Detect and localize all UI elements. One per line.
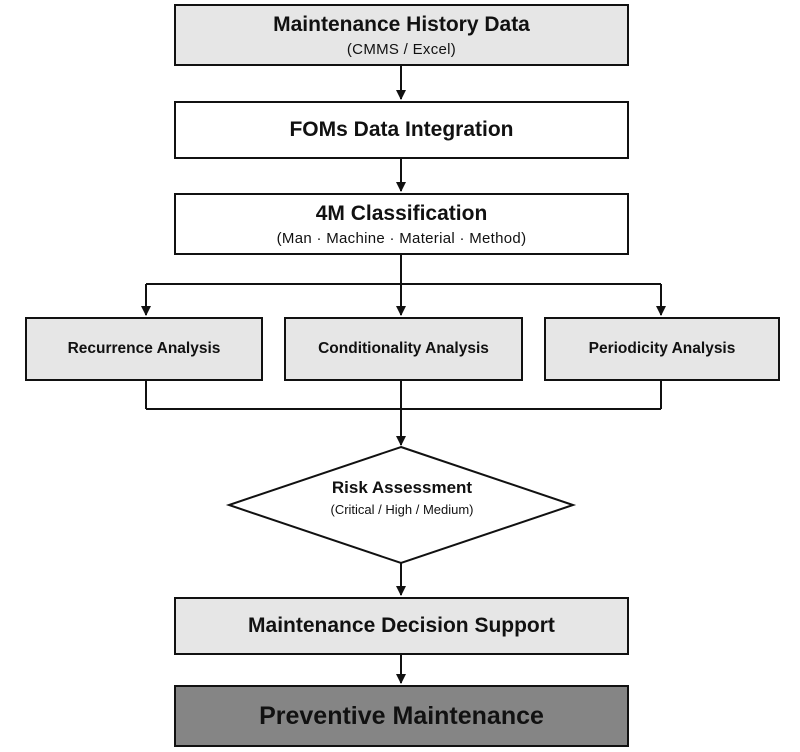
node-subtitle: (Critical / High / Medium): [330, 502, 474, 517]
node-title: 4M Classification: [315, 201, 488, 225]
recurrence-analysis-node: Recurrence Analysis: [25, 317, 263, 381]
periodicity-analysis-node: Periodicity Analysis: [544, 317, 780, 381]
conditionality-analysis-node: Conditionality Analysis: [284, 317, 523, 381]
maintenance-history-node: Maintenance History Data (CMMS / Excel): [174, 4, 629, 66]
node-title: Recurrence Analysis: [67, 339, 221, 357]
node-title: Conditionality Analysis: [318, 339, 489, 357]
node-title: Maintenance Decision Support: [248, 614, 555, 638]
data-integration-node: FOMs Data Integration: [174, 101, 629, 159]
preventive-maintenance-node: Preventive Maintenance: [174, 685, 629, 747]
node-subtitle: (Man · Machine · Material · Method): [276, 230, 527, 248]
node-subtitle: (CMMS / Excel): [346, 41, 457, 59]
node-title: Preventive Maintenance: [259, 702, 544, 730]
node-title: FOMs Data Integration: [289, 118, 514, 142]
node-title: Periodicity Analysis: [588, 339, 736, 357]
node-title: Risk Assessment: [331, 478, 473, 497]
risk-assessment-node: Risk Assessment (Critical / High / Mediu…: [262, 478, 542, 517]
decision-support-node: Maintenance Decision Support: [174, 597, 629, 655]
classification-node: 4M Classification (Man · Machine · Mater…: [174, 193, 629, 255]
node-title: Maintenance History Data: [273, 12, 530, 36]
